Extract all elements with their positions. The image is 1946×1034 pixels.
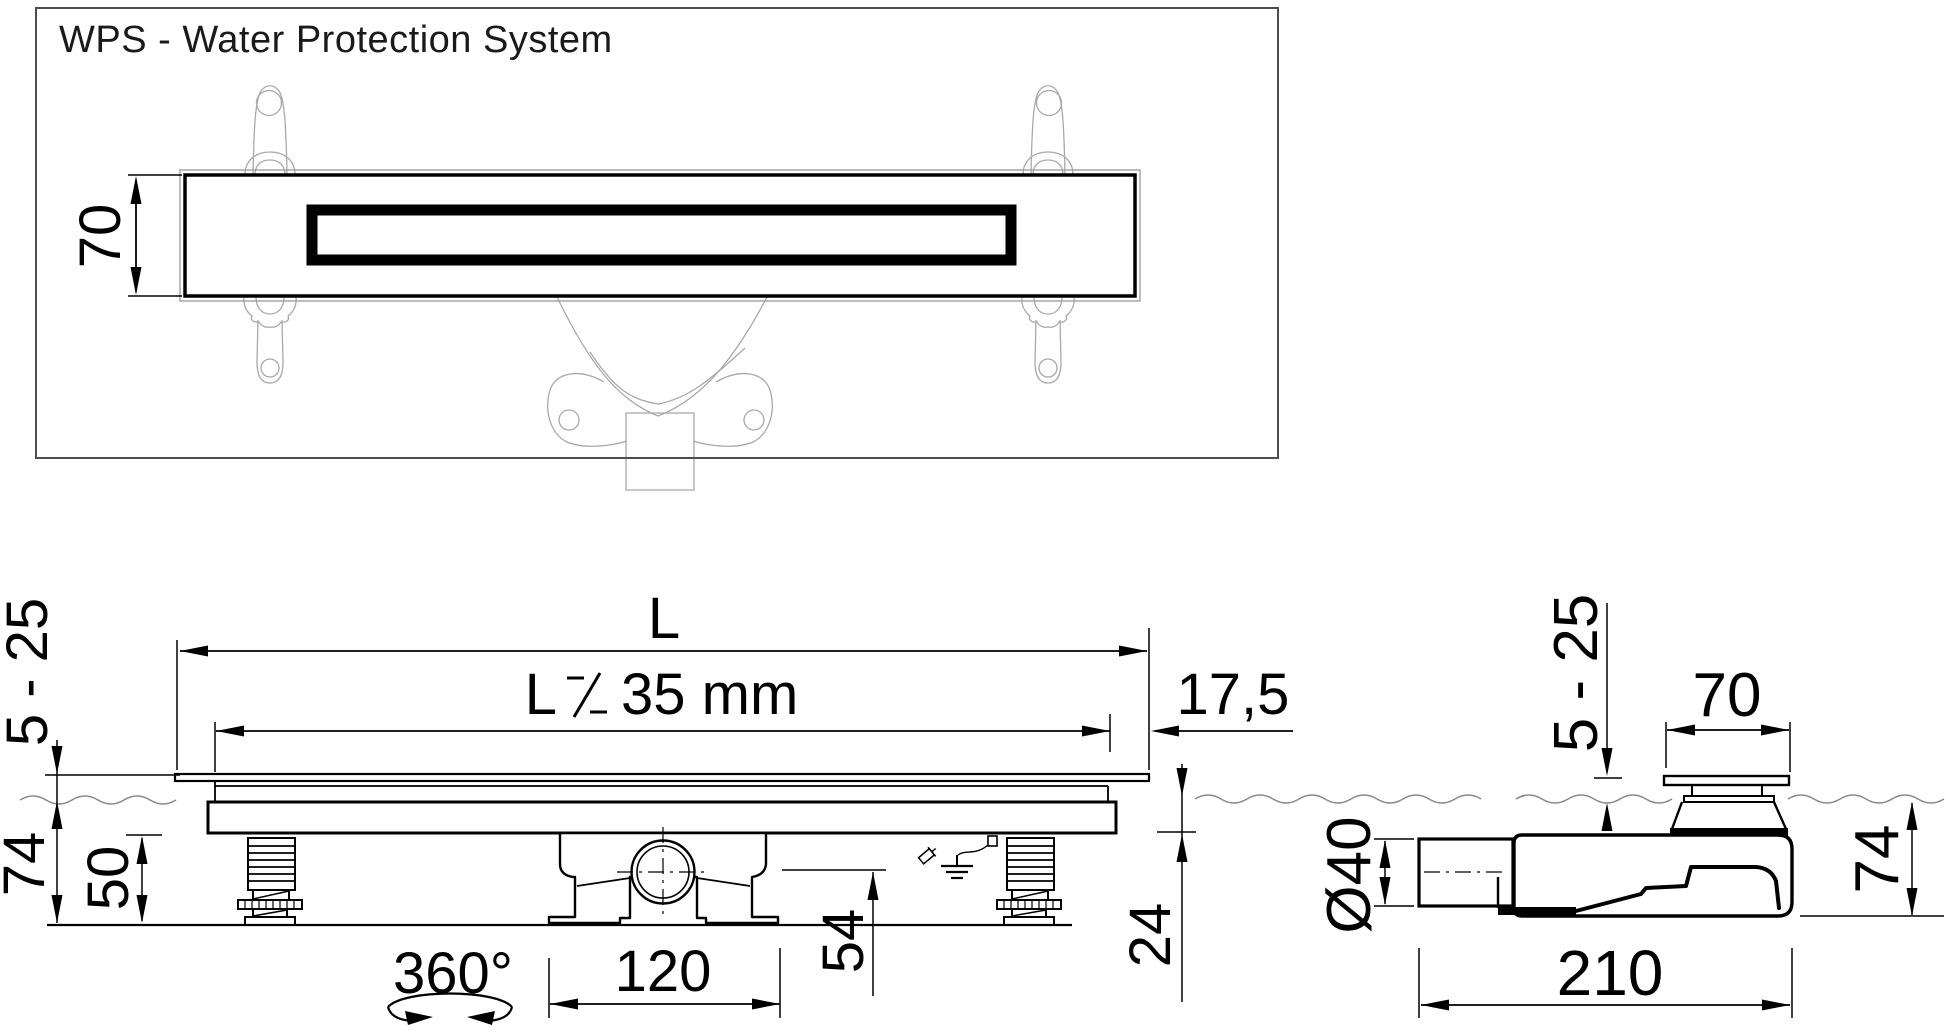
water-seal-profile xyxy=(1574,865,1781,913)
dim-grate-length-suffix: 35 mm xyxy=(621,662,798,727)
grate-side xyxy=(1662,774,1791,836)
dim-outlet-diameter: Ø40 xyxy=(1315,816,1414,934)
dim-foot-height: 50 xyxy=(76,834,162,923)
tile-level-waves-side xyxy=(1515,794,1945,804)
dim-install-height-side: 74 xyxy=(1800,802,1944,917)
dim-grate-length-prefix: L xyxy=(525,662,557,727)
dim-grate-length: L 35 mm xyxy=(214,662,1111,772)
dim-end-offset-label: 17,5 xyxy=(1177,662,1290,727)
channel-front xyxy=(173,772,1151,835)
dim-overall-length-label: 210 xyxy=(1557,937,1664,1009)
dim-foot-height-label: 50 xyxy=(76,846,141,911)
adjustable-foot-left xyxy=(237,837,303,926)
dim-tile-range-side: 5 - 25 xyxy=(1542,594,1622,831)
page-title: WPS - Water Protection System xyxy=(59,19,613,61)
dim-tile-range-side-label: 5 - 25 xyxy=(1542,594,1611,753)
drain-trap-outline xyxy=(547,296,773,491)
tile-level-waves-front xyxy=(19,794,1482,805)
commercial-minus-icon xyxy=(567,672,607,718)
dim-tile-range-front-label: 5 - 25 xyxy=(0,598,60,746)
inlet-base xyxy=(1498,907,1576,915)
dim-channel-height-label: 70 xyxy=(68,204,133,269)
dim-length-label: L xyxy=(648,586,680,651)
grate-slot xyxy=(306,204,1017,266)
top-view: 70 WPS - Water Protection System xyxy=(35,7,1279,491)
mounting-bracket-left xyxy=(243,85,297,384)
earthing-symbol xyxy=(917,835,998,880)
dim-trap-width: 120 xyxy=(548,939,781,1018)
dim-body-height-label: 24 xyxy=(1118,903,1183,968)
dim-outlet-diameter-label: Ø40 xyxy=(1315,816,1384,933)
rotation-label: 360° xyxy=(393,941,513,1006)
screw-icon xyxy=(917,846,937,865)
dim-outlet-depth: 54 xyxy=(782,869,886,996)
side-section: 5 - 25 70 Ø40 74 xyxy=(1315,594,1945,1018)
rotation-360-icon: 360° xyxy=(386,941,514,1025)
dim-end-offset: 17,5 xyxy=(1151,662,1293,737)
dim-tile-range-front: 5 - 25 74 xyxy=(0,598,180,923)
front-elevation: 360° L L xyxy=(0,586,1482,1025)
dim-overall-length: 210 xyxy=(1418,937,1793,1018)
trap-body-side xyxy=(1417,833,1794,918)
dim-outlet-depth-label: 54 xyxy=(811,909,876,974)
channel-top-view xyxy=(179,169,1141,302)
view-frame xyxy=(35,7,1279,459)
dim-length: L xyxy=(176,586,1150,770)
dim-grate-width: 70 xyxy=(1665,661,1791,772)
dim-install-height-front-label: 74 xyxy=(0,832,57,897)
dim-channel-height-top: 70 xyxy=(68,174,182,297)
drain-trap-front xyxy=(547,827,780,925)
adjustable-foot-right xyxy=(996,837,1062,926)
dim-install-height-side-label: 74 xyxy=(1843,825,1912,894)
dim-grate-width-label: 70 xyxy=(1693,661,1762,730)
dim-body-height: 24 xyxy=(1118,764,1196,1002)
dim-trap-width-label: 120 xyxy=(615,939,712,1004)
